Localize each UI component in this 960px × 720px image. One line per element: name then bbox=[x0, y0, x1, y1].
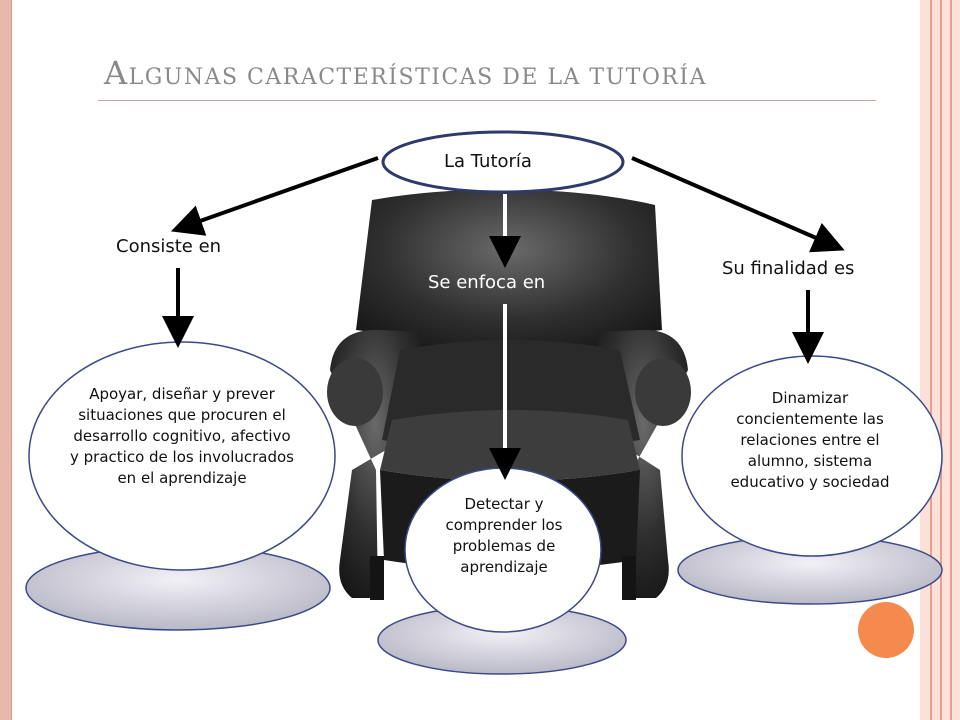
slide-title: Algunas características de la tutoría bbox=[104, 54, 707, 92]
decorative-orange-circle bbox=[858, 602, 914, 658]
branch-label-middle: Se enfoca en bbox=[428, 272, 546, 293]
slide-left-border bbox=[0, 0, 12, 720]
branch-label-left: Consiste en bbox=[116, 236, 222, 257]
arrow-to-left-label bbox=[170, 156, 379, 236]
arrow-to-right-label bbox=[631, 156, 845, 253]
central-node-label: La Tutoría bbox=[444, 151, 532, 172]
central-node-oval bbox=[381, 130, 625, 194]
branch-label-right: Su finalidad es bbox=[722, 258, 855, 279]
title-initial: A bbox=[104, 54, 129, 92]
title-rest: lgunas características de la tutoría bbox=[128, 65, 707, 90]
middle-oval-text: Detectar y comprender los problemas de a… bbox=[445, 495, 563, 576]
title-underline bbox=[98, 100, 876, 101]
left-oval-text: Apoyar, diseñar y prever situaciones que… bbox=[70, 385, 294, 487]
right-oval-text: Dinamizar concientemente las relaciones … bbox=[730, 389, 890, 491]
slide-right-border bbox=[920, 0, 960, 720]
